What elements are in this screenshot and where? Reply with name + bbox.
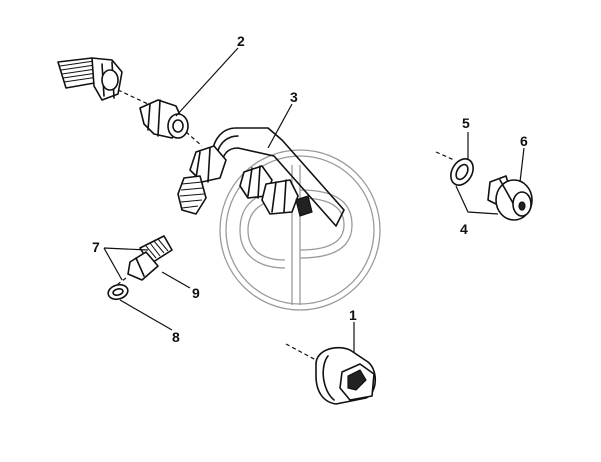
callout-6: 6 [520,133,528,149]
part-3-bent-tube [177,127,345,227]
callout-3: 3 [290,89,298,105]
part-1-socket [285,343,377,405]
callout-5: 5 [462,115,470,131]
fitting-upper-left [57,57,149,105]
callout-7: 7 [92,239,100,255]
part-6-plug [435,151,533,221]
part-5-washer [450,158,474,186]
leader-lines [103,47,525,352]
callout-9: 9 [192,285,200,301]
callout-4: 4 [460,221,468,237]
part-2-union [139,99,203,147]
part-8-washer [107,283,129,301]
part-9-bleeder-fitting [117,235,173,285]
callout-8: 8 [172,329,180,345]
watermark-logo [219,149,381,311]
callout-labels: 2 3 5 6 4 7 9 8 1 [92,33,528,345]
callout-2: 2 [237,33,245,49]
callout-1: 1 [349,307,357,323]
